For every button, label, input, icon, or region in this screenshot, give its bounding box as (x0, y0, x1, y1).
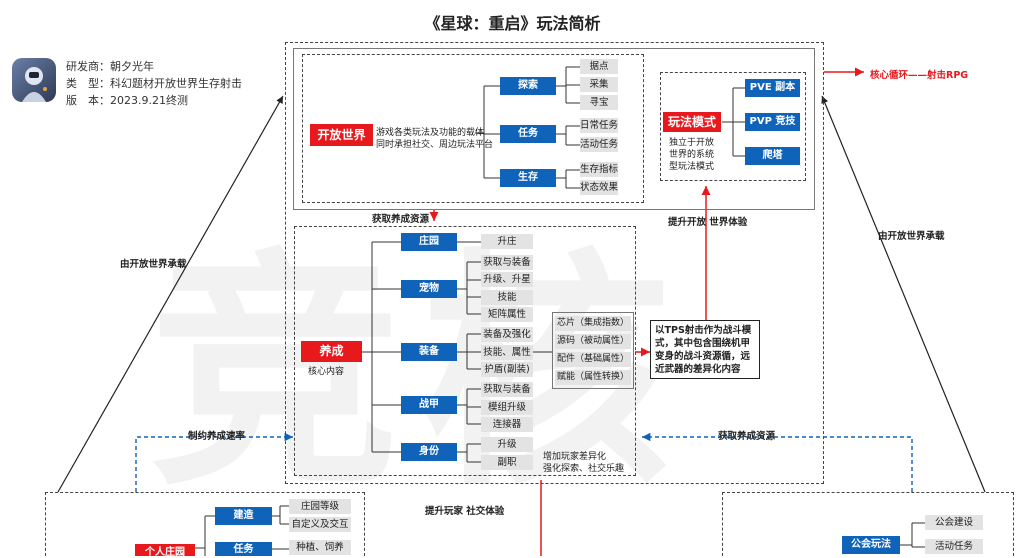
chips-frame (552, 312, 634, 389)
equipment-item: 装备及强化 (481, 327, 533, 342)
limit-speed-label: 制约养成速率 (188, 431, 246, 442)
armor-item: 连接器 (481, 417, 533, 432)
improve-social-label: 提升玩家 社交体验 (425, 506, 505, 517)
manor-item: 升庄 (481, 234, 533, 249)
identity-item: 升级 (481, 437, 533, 452)
version-key: 版 本： (66, 94, 110, 107)
task-item: 活动任务 (580, 137, 619, 152)
build-item: 庄园等级 (289, 499, 351, 514)
personal-manor-node: 个人庄园 (135, 544, 195, 556)
explore-item: 寻宝 (580, 95, 618, 110)
identity-node: 身份 (401, 443, 457, 461)
core-loop-label: 核心循环——射击RPG (870, 70, 969, 81)
task-node: 任务 (500, 125, 556, 143)
guild-item: 公会建设 (925, 515, 983, 530)
play-mode-frame (660, 72, 806, 181)
armor-item: 获取与装备 (481, 382, 533, 397)
chip-item: 配件（基础属性） (555, 352, 631, 367)
identity-note-line2: 强化探索、社交乐趣 (543, 464, 625, 474)
pvp-node: PVP 竞技 (745, 113, 800, 131)
growth-node: 养成 (301, 341, 362, 362)
bottom-task-node: 任务 (215, 542, 272, 556)
play-mode-desc-line3: 型玩法模式 (669, 162, 715, 172)
explore-item: 采集 (580, 77, 618, 92)
improve-world-label: 提升开放 世界体验 (668, 217, 748, 228)
open-world-frame (302, 54, 644, 203)
identity-note: 增加玩家差异化 强化探索、社交乐趣 (543, 451, 624, 475)
play-mode-node: 玩法模式 (663, 112, 721, 132)
get-resources-right-label: 获取养成资源 (718, 431, 776, 442)
open-world-desc-line1: 游戏各类玩法及功能的载体 (376, 128, 485, 138)
pet-item: 矩阵属性 (481, 307, 533, 322)
survival-item: 状态效果 (580, 180, 619, 195)
app-icon (12, 58, 56, 102)
explore-node: 探索 (500, 77, 556, 95)
developer-value: 朝夕光年 (110, 60, 154, 73)
pve-node: PVE 副本 (745, 79, 800, 97)
open-world-desc-line2: 同时承担社交、周边玩法平台 (376, 140, 494, 150)
open-world-desc: 游戏各类玩法及功能的载体 同时承担社交、周边玩法平台 (376, 127, 493, 151)
core-loop-frame (285, 42, 824, 484)
page-title: 《星球：重启》玩法简析 (424, 14, 601, 33)
armor-item: 模组升级 (481, 400, 533, 415)
chip-item: 赋能（属性转换） (555, 370, 631, 385)
equipment-node: 装备 (401, 343, 457, 361)
tower-node: 爬塔 (745, 147, 800, 165)
manor-node: 庄园 (401, 233, 457, 251)
chip-item: 芯片（集成指数） (555, 316, 631, 331)
survival-item: 生存指标 (580, 162, 619, 177)
play-mode-desc-line2: 世界的系统 (669, 150, 715, 160)
by-world-left-label: 由开放世界承载 (120, 259, 187, 270)
tps-note: 以TPS射击作为战斗模式，其中包含围绕机甲变身的战斗资源循，远近武器的差异化内容 (650, 320, 760, 379)
play-mode-desc: 独立于开放 世界的系统 型玩法模式 (669, 137, 721, 173)
chip-item: 源码（被动属性） (555, 334, 631, 349)
armor-node: 战甲 (401, 396, 457, 414)
growth-frame (294, 226, 636, 476)
explore-item: 据点 (580, 59, 618, 74)
pet-item: 获取与装备 (481, 255, 533, 270)
genre-value: 科幻题材开放世界生存射击 (110, 77, 242, 90)
guild-item: 活动任务 (925, 539, 983, 554)
open-world-node: 开放世界 (310, 124, 373, 146)
genre-key: 类 型： (66, 77, 110, 90)
by-world-right-label: 由开放世界承载 (878, 231, 945, 242)
play-mode-desc-line1: 独立于开放 (669, 138, 715, 148)
build-item: 自定义及交互 (289, 517, 351, 532)
pet-node: 宠物 (401, 280, 457, 298)
bottom-task-item: 种植、饲养 (289, 540, 351, 555)
identity-item: 副职 (481, 455, 533, 470)
equipment-item: 护盾(副装) (481, 362, 533, 377)
open-world-panel (293, 48, 815, 210)
meta-info: 研发商：朝夕光年 类 型：科幻题材开放世界生存射击 版 本：2023.9.21终… (66, 58, 242, 109)
build-node: 建造 (215, 507, 272, 525)
task-item: 日常任务 (580, 118, 619, 133)
guild-frame (722, 492, 1014, 556)
guild-node: 公会玩法 (842, 536, 900, 554)
survival-node: 生存 (500, 169, 556, 187)
identity-note-line1: 增加玩家差异化 (543, 452, 607, 462)
developer-key: 研发商： (66, 60, 110, 73)
growth-sub: 核心内容 (308, 367, 345, 377)
pet-item: 升级、升星 (481, 272, 533, 287)
equipment-item: 技能、属性 (481, 345, 533, 360)
pet-item: 技能 (481, 290, 533, 305)
get-resources-top-label: 获取养成资源 (372, 214, 430, 225)
version-value: 2023.9.21终测 (110, 94, 188, 107)
personal-manor-frame (45, 492, 365, 556)
